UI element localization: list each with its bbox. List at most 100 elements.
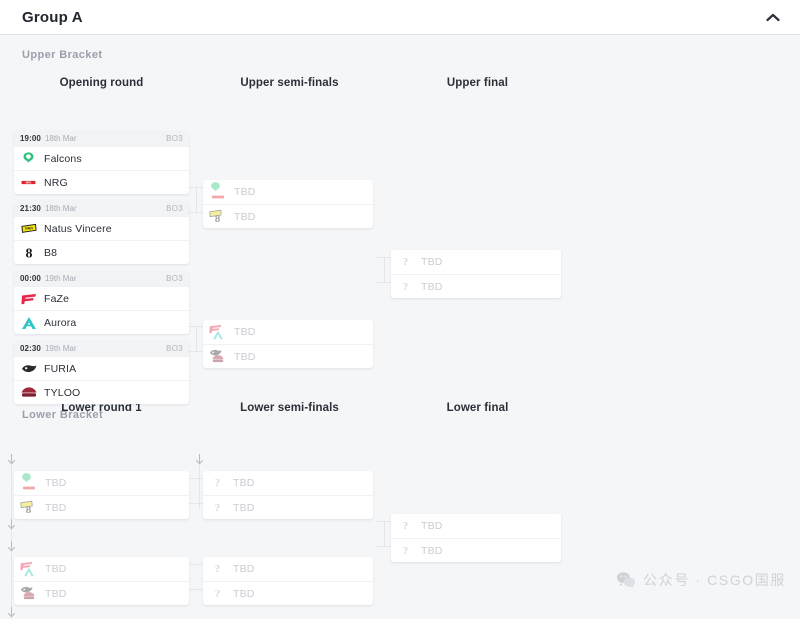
ghost-logo-furia-tyloo xyxy=(20,584,39,603)
team-name: TBD xyxy=(234,350,256,363)
team-name: TBD xyxy=(233,477,255,489)
chevron-up-icon[interactable] xyxy=(764,8,782,26)
team-name: TBD xyxy=(45,501,67,514)
team-name: TYLOO xyxy=(44,386,81,399)
team-name: TBD xyxy=(421,520,443,532)
match-card[interactable]: TBD TBD xyxy=(14,557,189,605)
team-row[interactable]: TBD xyxy=(203,344,373,368)
match-card[interactable]: TBD 8 TBD xyxy=(14,471,189,519)
watermark-text: 公众号 · CSGO国服 xyxy=(643,572,786,588)
question-mark-icon: ? xyxy=(402,280,409,293)
team-row[interactable]: ? TBD xyxy=(391,538,561,562)
team-row[interactable]: ? TBD xyxy=(391,250,561,274)
question-mark-icon: ? xyxy=(214,477,221,489)
team-row[interactable]: TBD xyxy=(14,557,189,581)
match-format: BO3 xyxy=(166,343,183,353)
team-row[interactable]: ? TBD xyxy=(203,581,373,605)
match-date: 19th Mar xyxy=(44,343,77,353)
team-row[interactable]: TBD xyxy=(14,581,189,605)
team-row[interactable]: ? TBD xyxy=(203,471,373,495)
bracket-area: Upper Bracket Opening round Upper semi-f… xyxy=(0,35,800,618)
match-card[interactable]: TBD 8 TBD xyxy=(203,180,373,228)
round-title-lower-semis: Lower semi-finals xyxy=(240,402,339,414)
nrg-logo: NRG xyxy=(20,174,37,191)
watermark: 公众号 · CSGO国服 xyxy=(616,570,786,590)
tyloo-logo xyxy=(20,384,37,401)
faze-logo xyxy=(20,290,37,307)
match-time: 00:00 xyxy=(20,273,41,283)
match-header: 00:00 19th Mar BO3 xyxy=(14,271,189,286)
connector xyxy=(384,521,385,547)
question-mark-icon: ? xyxy=(402,544,409,557)
connector xyxy=(189,564,203,565)
round-title-upper-semis: Upper semi-finals xyxy=(240,77,339,89)
team-row[interactable]: TYLOO xyxy=(14,380,189,404)
drop-arrow-icon xyxy=(195,454,204,466)
team-name: TBD xyxy=(233,563,255,575)
match-card[interactable]: 21:30 18th Mar BO3 NAVI Natus Vincere 8 … xyxy=(14,201,189,264)
question-mark-icon: ? xyxy=(214,587,221,600)
team-row[interactable]: TBD xyxy=(203,320,373,344)
match-time: 19:00 xyxy=(20,133,41,143)
team-row[interactable]: TBD xyxy=(14,471,189,495)
round-title-opening: Opening round xyxy=(59,77,144,89)
team-name: FURIA xyxy=(44,362,77,375)
drop-arrow-icon xyxy=(7,519,16,531)
question-mark-icon: ? xyxy=(402,256,409,268)
team-name: TBD xyxy=(45,587,67,600)
match-header: 02:30 19th Mar BO3 xyxy=(14,341,189,356)
ghost-logo-furia-tyloo xyxy=(209,347,228,366)
falcons-logo xyxy=(20,150,37,167)
question-mark-icon: ? xyxy=(214,501,221,514)
connector xyxy=(189,503,203,504)
match-card[interactable]: TBD TBD xyxy=(203,320,373,368)
team-row[interactable]: TBD xyxy=(203,180,373,204)
team-row[interactable]: 8 TBD xyxy=(14,495,189,519)
team-name: TBD xyxy=(233,587,255,600)
connector-rail xyxy=(199,465,200,509)
match-card[interactable]: 00:00 19th Mar BO3 FaZe Aurora xyxy=(14,271,189,334)
lower-bracket-label: Lower Bracket xyxy=(22,409,104,421)
match-card[interactable]: ? TBD ? TBD xyxy=(391,250,561,298)
team-name: TBD xyxy=(45,477,67,489)
match-format: BO3 xyxy=(166,133,183,143)
team-row[interactable]: Falcons xyxy=(14,146,189,170)
team-row[interactable]: ? TBD xyxy=(203,557,373,581)
team-name: B8 xyxy=(44,246,58,259)
ghost-logo-falcons-nrg xyxy=(209,181,228,202)
match-card[interactable]: 02:30 19th Mar BO3 FURIA TYLOO xyxy=(14,341,189,404)
match-card[interactable]: ? TBD ? TBD xyxy=(203,471,373,519)
wechat-icon xyxy=(616,571,636,589)
team-name: Natus Vincere xyxy=(44,222,112,235)
ghost-logo-faze-aurora xyxy=(20,560,39,579)
drop-arrow-icon xyxy=(7,541,16,553)
team-row[interactable]: ? TBD xyxy=(203,495,373,519)
team-row[interactable]: NRG NRG xyxy=(14,170,189,194)
match-card[interactable]: ? TBD ? TBD xyxy=(391,514,561,562)
match-time: 21:30 xyxy=(20,203,41,213)
match-card[interactable]: ? TBD ? TBD xyxy=(203,557,373,605)
team-row[interactable]: ? TBD xyxy=(391,274,561,298)
upper-bracket-label: Upper Bracket xyxy=(22,49,103,61)
match-card[interactable]: 19:00 18th Mar BO3 Falcons NRG NRG xyxy=(14,131,189,194)
team-row[interactable]: FURIA xyxy=(14,356,189,380)
team-row[interactable]: ? TBD xyxy=(391,514,561,538)
ghost-logo-navi-b8: 8 xyxy=(20,498,39,517)
match-header: 19:00 18th Mar BO3 xyxy=(14,131,189,146)
team-row[interactable]: NAVI Natus Vincere xyxy=(14,216,189,240)
match-format: BO3 xyxy=(166,203,183,213)
team-name: Falcons xyxy=(44,152,82,165)
team-row[interactable]: 8 B8 xyxy=(14,240,189,264)
navi-logo: NAVI xyxy=(20,220,37,237)
team-name: NRG xyxy=(44,176,68,189)
team-row[interactable]: Aurora xyxy=(14,310,189,334)
team-row[interactable]: 8 TBD xyxy=(203,204,373,228)
match-format: BO3 xyxy=(166,273,183,283)
team-name: TBD xyxy=(233,501,255,514)
match-date: 18th Mar xyxy=(44,203,77,213)
connector xyxy=(196,326,197,352)
team-name: TBD xyxy=(234,326,256,338)
ghost-logo-navi-b8: 8 xyxy=(209,207,228,226)
team-row[interactable]: FaZe xyxy=(14,286,189,310)
connector-rail xyxy=(11,465,12,615)
